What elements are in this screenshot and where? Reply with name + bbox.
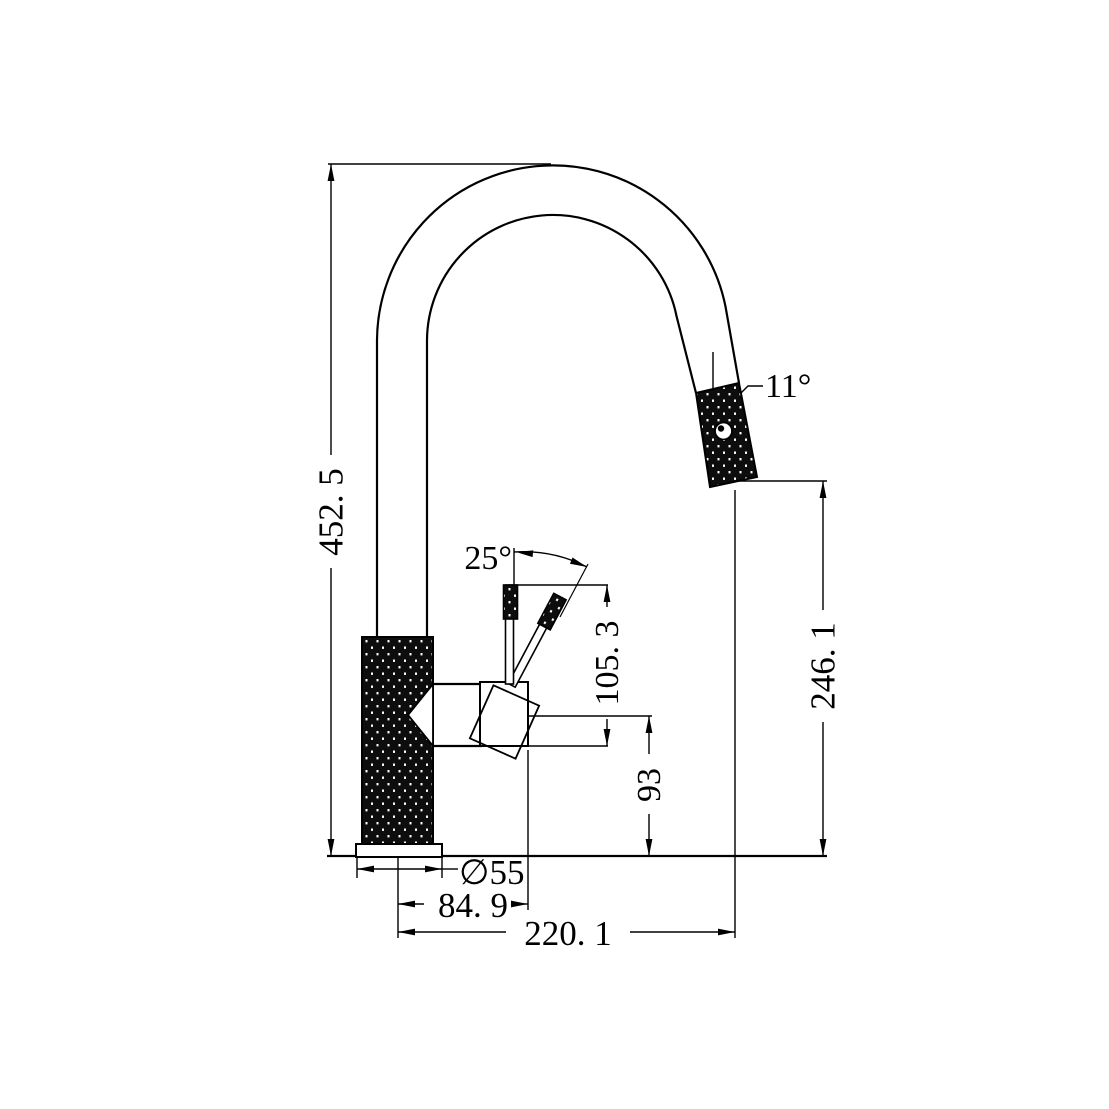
faucet-outline xyxy=(327,164,827,858)
leader-11-degrees xyxy=(740,385,763,394)
handle-vertical-grip xyxy=(502,584,519,620)
dim-handle-height-label: 105. 3 xyxy=(589,621,626,706)
dim-outlet-height-label: 93 xyxy=(631,768,668,802)
spout-outer-profile xyxy=(375,164,741,639)
body-column xyxy=(361,636,434,846)
spray-head-button xyxy=(714,421,733,441)
dim-base-diameter-label: ∅55 xyxy=(459,853,525,892)
handle-tilted-axis-line xyxy=(559,563,589,618)
spray-head-button-slot xyxy=(717,425,725,432)
handle-tilted xyxy=(507,592,568,689)
handle-mount-rotated-square xyxy=(468,684,541,760)
dim-overall-height-label: 452. 5 xyxy=(312,468,351,556)
dim-handle-angle-label: 25° xyxy=(464,540,512,577)
handle-vertical-shaft xyxy=(504,617,515,685)
dim-spout-reach-label: 220. 1 xyxy=(524,914,612,953)
base-flange xyxy=(355,843,443,858)
body-socket-wedge xyxy=(406,681,434,749)
handle-vertical xyxy=(502,584,519,685)
dim-handle-offset-label: 84. 9 xyxy=(438,886,508,925)
handle-mount xyxy=(479,681,529,747)
dim-head-height-label: 246. 1 xyxy=(804,622,843,710)
dimension-annotations: 452. 5 246. 1 105. 3 93 25° 1 xyxy=(312,163,843,953)
handle-tilted-grip xyxy=(536,592,568,631)
dim-head-angle-label: 11° xyxy=(765,368,811,405)
spout-inner-profile xyxy=(425,213,698,639)
